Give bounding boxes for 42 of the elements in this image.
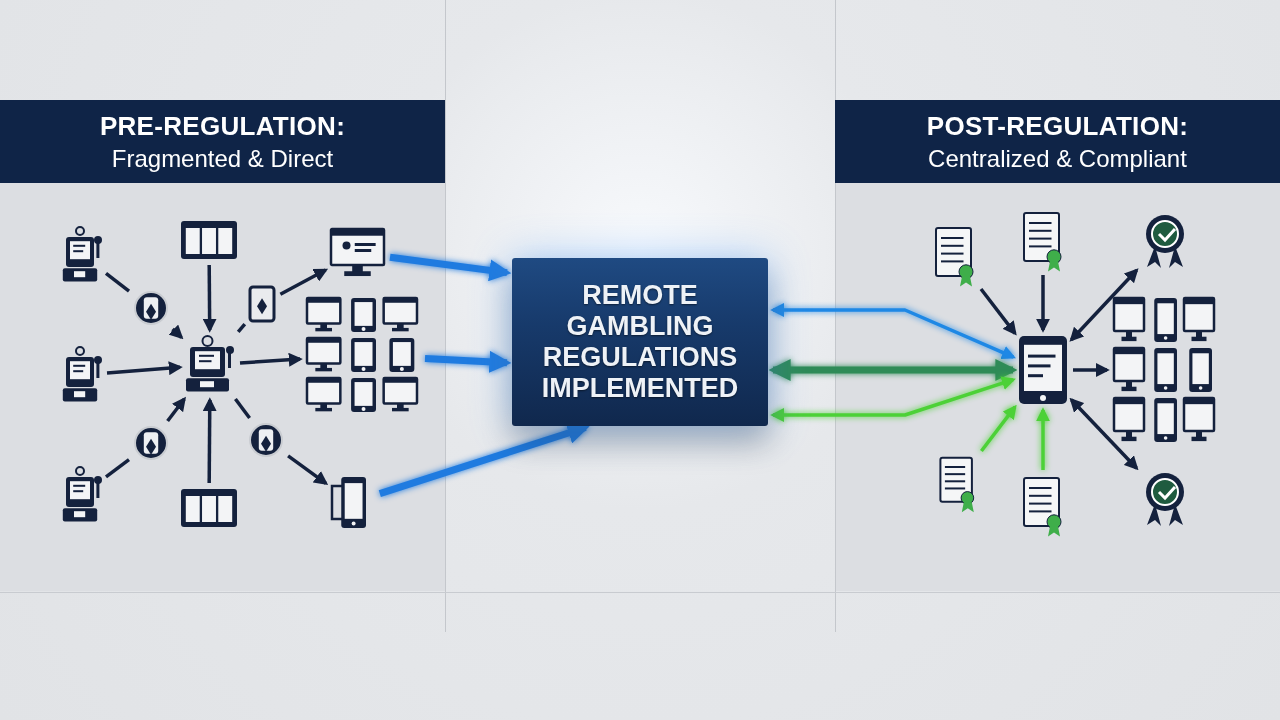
- regulation-box: [512, 258, 768, 426]
- arrow: [202, 265, 217, 333]
- box-title: REMOTE GAMBLING REGULATIONS IMPLEMENTED: [540, 280, 740, 404]
- tablet-icon: [1018, 335, 1068, 405]
- arrow: [202, 397, 217, 483]
- slot-reels-icon: [180, 220, 238, 260]
- arrow: [106, 361, 183, 376]
- double-arrow: [1069, 268, 1139, 342]
- header-banner: [835, 100, 1280, 183]
- arrow: [239, 352, 303, 367]
- playing-card-icon: [248, 285, 276, 323]
- connector-line: [234, 397, 251, 420]
- slot-reels-icon: [180, 488, 238, 528]
- double-arrow: [768, 359, 1018, 381]
- double-arrow: [770, 376, 1016, 422]
- arrow: [168, 324, 184, 340]
- banner-heading: POST-REGULATION:: [926, 110, 1189, 142]
- card-chip-icon: [248, 422, 284, 458]
- arrow: [1036, 275, 1050, 333]
- arrow: [1036, 407, 1050, 470]
- header-banner: [0, 100, 445, 183]
- banner-subtitle: Centralized & Compliant: [928, 144, 1187, 173]
- arrow: [166, 396, 186, 423]
- arrow: [287, 454, 329, 485]
- banner-heading: PRE-REGULATION:: [99, 110, 346, 142]
- monitor-icon: [330, 228, 385, 278]
- arrow: [279, 268, 329, 296]
- arrow: [389, 253, 512, 282]
- card-chip-icon: [133, 290, 169, 326]
- arrow: [424, 350, 512, 373]
- arrow: [1073, 363, 1110, 377]
- banner-subtitle: Fragmented & Direct: [111, 144, 334, 173]
- connector-line: [236, 323, 247, 334]
- device-group-icon: [1112, 295, 1217, 445]
- arrow: [979, 287, 1017, 336]
- connector-line: [104, 458, 131, 479]
- card-chip-icon: [133, 425, 169, 461]
- device-group-icon: [305, 295, 420, 415]
- arrow: [980, 404, 1017, 453]
- double-arrow: [770, 303, 1016, 360]
- connector-line: [104, 272, 131, 293]
- double-arrow: [1069, 397, 1139, 471]
